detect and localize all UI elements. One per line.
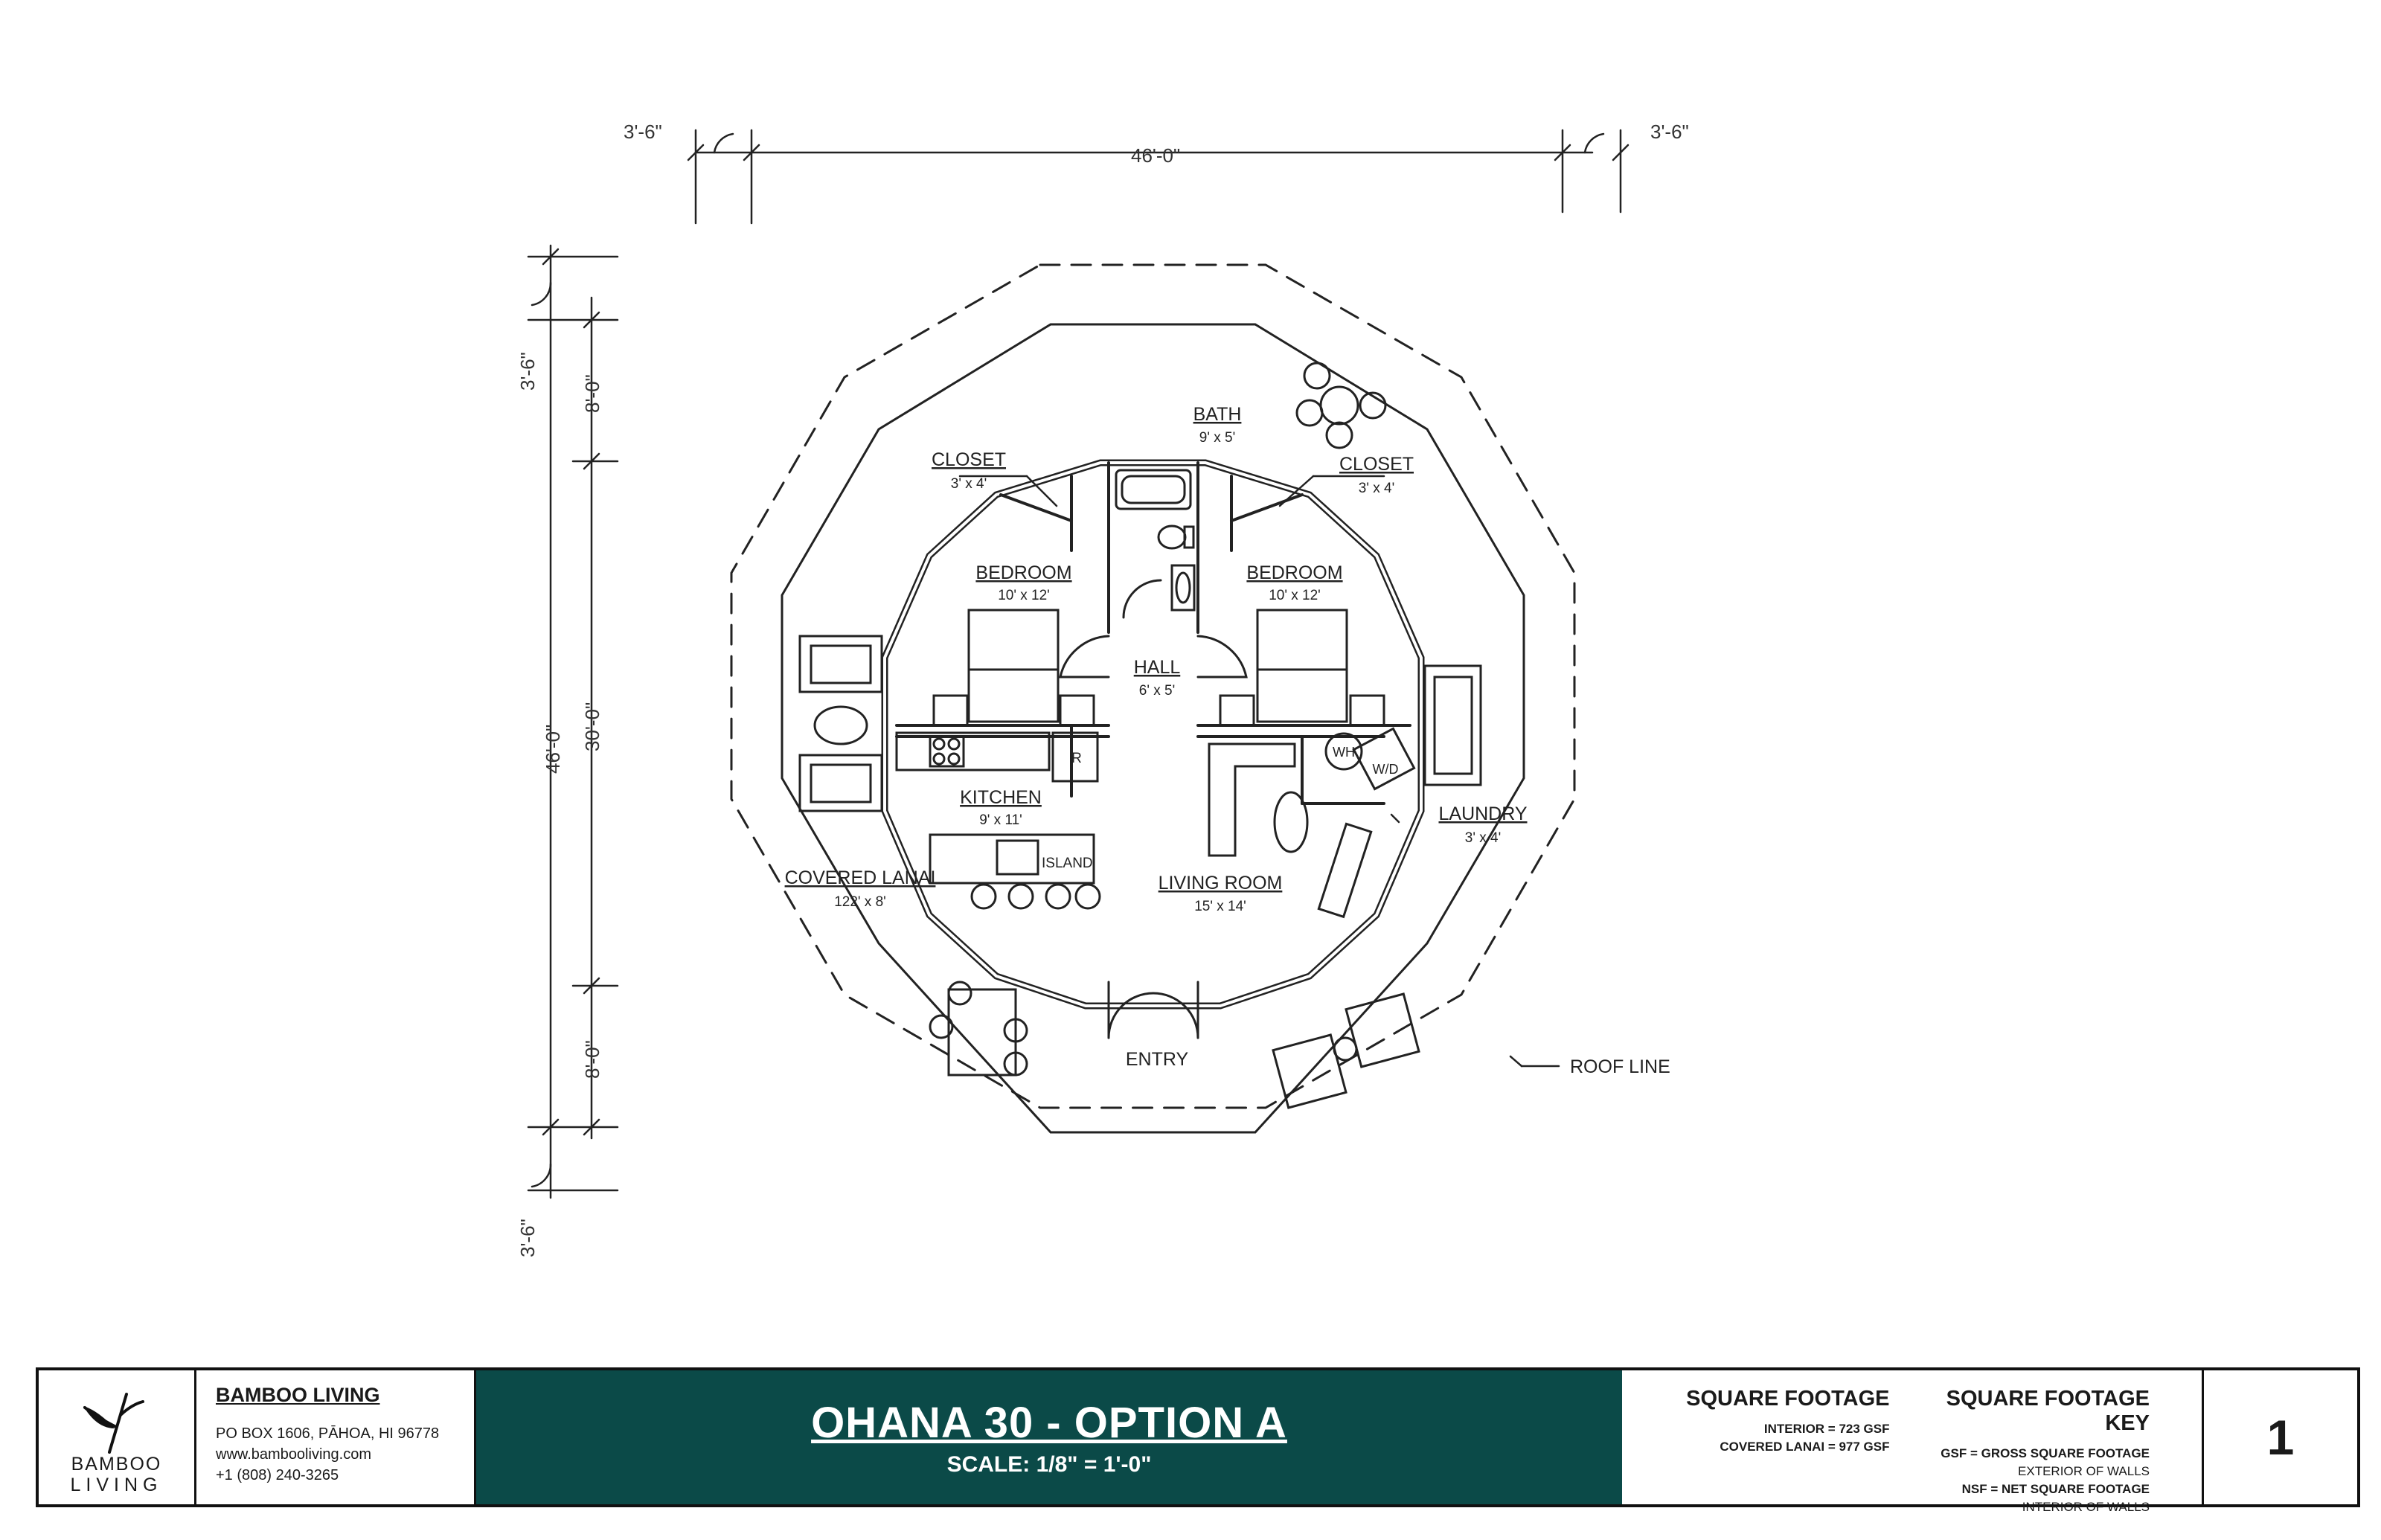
key-gsf: GSF = GROSS SQUARE FOOTAGE [1941,1446,2150,1460]
sqft-interior: INTERIOR = 723 GSF [1763,1422,1890,1436]
dim-left-bottom-overhang: 3'-6" [516,1219,539,1257]
room-kitchen-size: 9' x 11' [979,812,1022,828]
room-bedroom-left: BEDROOM [975,562,1071,583]
bamboo-logo-icon [83,1393,144,1454]
floor-plan: 3'-6" 46'-0" 3'-6" 3'-6" 8'-0" 46'-0" 30… [516,121,1689,1257]
room-laundry: LAUNDRY [1438,803,1527,824]
dim-left-top-overhang: 3'-6" [516,352,539,391]
room-bedroom-right: BEDROOM [1246,562,1342,583]
room-closet-left-size: 3' x 4' [951,476,987,492]
logo-word-living: LIVING [70,1475,163,1495]
sqft-covered-lanai: COVERED LANAI = 977 GSF [1720,1440,1890,1454]
room-covered-lanai-size: 122' x 8' [834,894,886,910]
room-closet-right-size: 3' x 4' [1359,481,1394,496]
room-bath-size: 9' x 5' [1199,430,1235,446]
company-name: BAMBOO LIVING [216,1384,380,1406]
square-footage-panel: SQUARE FOOTAGE INTERIOR = 723 GSF COVERE… [1622,1370,2204,1514]
room-covered-lanai: COVERED LANAI [785,867,936,888]
room-hall: HALL [1134,657,1181,678]
company-phone: +1 (808) 240-3265 [216,1467,339,1483]
sheet-number: 1 [2266,1410,2295,1465]
room-bedroom-right-size: 10' x 12' [1269,588,1321,603]
drawing-title: OHANA 30 - OPTION A [811,1398,1287,1447]
company-address: PO BOX 1606, PĀHOA, HI 96778 [216,1425,440,1442]
room-kitchen: KITCHEN [960,787,1042,808]
dim-left-top-lanai: 8'-0" [581,374,603,413]
room-bedroom-left-size: 10' x 12' [998,588,1050,603]
fridge-label: R [1071,751,1082,766]
dim-top-left-overhang: 3'-6" [624,121,662,143]
dim-left-overall: 46'-0" [542,725,564,774]
dim-top-overall: 46'-0" [1131,144,1180,167]
room-hall-size: 6' x 5' [1139,683,1175,699]
logo: BAMBOO LIVING [39,1370,196,1504]
drawing-scale: SCALE: 1/8" = 1'-0" [946,1451,1152,1477]
lanai-edge [781,323,1525,1134]
company-info: BAMBOO LIVING PO BOX 1606, PĀHOA, HI 967… [196,1370,476,1504]
room-closet-left: CLOSET [932,449,1006,470]
drawing-title-panel: OHANA 30 - OPTION A SCALE: 1/8" = 1'-0" [476,1370,1622,1504]
company-website[interactable]: www.bambooliving.com [216,1446,371,1463]
room-closet-right: CLOSET [1339,454,1414,475]
key-gsf-desc: EXTERIOR OF WALLS [2018,1464,2150,1478]
room-living-room: LIVING ROOM [1159,873,1283,893]
key-nsf-desc: INTERIOR OF WALLS [2022,1500,2150,1514]
key-nsf: NSF = NET SQUARE FOOTAGE [1961,1482,2150,1496]
square-footage-heading: SQUARE FOOTAGE [1686,1387,1890,1411]
square-footage-key-heading: SQUARE FOOTAGE KEY [1946,1387,2150,1435]
dim-left-interior: 30'-0" [581,702,603,751]
square-footage-key: SQUARE FOOTAGE KEY GSF = GROSS SQUARE FO… [1912,1387,2173,1514]
square-footage: SQUARE FOOTAGE INTERIOR = 723 GSF COVERE… [1652,1387,1912,1504]
island-label: ISLAND [1042,856,1093,871]
dim-left-bottom-lanai: 8'-0" [581,1040,603,1079]
room-laundry-size: 3' x 4' [1465,830,1501,846]
room-living-room-size: 15' x 14' [1194,899,1246,914]
water-heater-label: WH [1333,745,1355,760]
roof-line [730,263,1576,1109]
roof-line-label: ROOF LINE [1570,1056,1670,1077]
dim-top-right-overhang: 3'-6" [1650,121,1689,143]
washer-dryer-label: W/D [1373,762,1399,777]
entry-label: ENTRY [1126,1049,1189,1070]
room-bath: BATH [1193,404,1242,425]
title-block: BAMBOO LIVING BAMBOO LIVING PO BOX 1606,… [36,1367,2360,1514]
logo-word-bamboo: BAMBOO [71,1454,162,1475]
